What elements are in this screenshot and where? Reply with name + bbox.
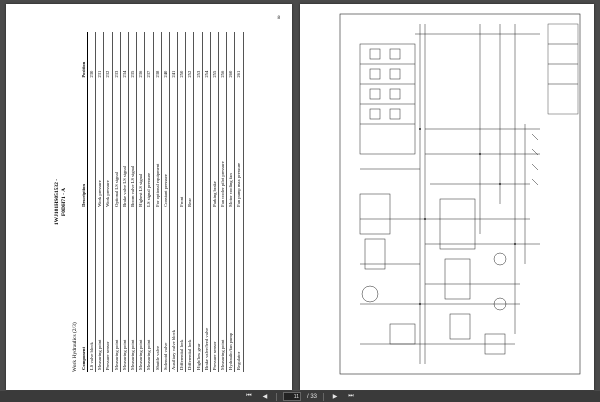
cell-component: Hydraulic/fan pump	[226, 208, 235, 372]
column-header-position: Position	[80, 32, 88, 80]
hydraulic-schematic-drawing	[339, 13, 581, 375]
cell-description: For optional equipment	[153, 79, 162, 209]
cell-description: Constant pressure	[161, 79, 170, 209]
column-header-component: Component	[80, 208, 88, 372]
cell-position: 231	[95, 32, 104, 80]
table-header-row: Component Description Position	[80, 32, 88, 372]
first-page-icon[interactable]: ⏮	[246, 393, 252, 399]
cell-component: Measuring point	[218, 208, 227, 372]
table-row: LS valve block 230	[87, 32, 96, 372]
cell-position: 260	[226, 32, 235, 80]
cell-position: 237	[144, 32, 153, 80]
cell-component: Pressure sensor	[103, 208, 113, 372]
toolbar-separator	[275, 392, 277, 401]
cell-component: Measuring point	[112, 208, 121, 372]
rotated-table-block: 1WJ101HS051532 - F0DH71 - A Work Hydraul…	[54, 32, 244, 372]
cell-component: Measuring point	[128, 208, 137, 372]
pdf-navigation-toolbar: ⏮ ◀ / 33 ▶ ⏭	[0, 391, 600, 402]
cell-component: Regulator	[234, 208, 244, 372]
cell-description	[202, 79, 211, 209]
cell-description: Fan pump max pressure	[234, 79, 244, 209]
next-page-icon[interactable]: ▶	[332, 394, 338, 400]
cell-component: Solenoid valve	[161, 208, 170, 372]
cell-position: 240	[161, 32, 170, 80]
cell-description: Work pressure	[103, 79, 113, 209]
cell-position: 261	[234, 32, 244, 80]
cell-description: Optional LS signal	[112, 79, 121, 209]
doc-header-line1: 1WJ101HS051532 -	[54, 178, 60, 226]
cell-position: 241	[169, 32, 178, 80]
cell-description: Brake valve LS signal	[120, 79, 129, 209]
cell-position: 250	[177, 32, 186, 80]
cell-position: 238	[153, 32, 162, 80]
cell-component: Measuring point	[120, 208, 129, 372]
document-page-right	[300, 4, 594, 390]
cell-position: 252	[185, 32, 194, 80]
cell-position: 256	[218, 32, 227, 80]
cell-description	[87, 79, 96, 209]
doc-header-line2: F0DH71 - A	[61, 187, 67, 217]
cell-position: 236	[136, 32, 145, 80]
cell-description	[169, 79, 178, 209]
cell-position: 230	[87, 32, 96, 80]
table-row: Auxiliary valve block 241	[169, 32, 178, 372]
total-pages-label: / 33	[306, 393, 317, 400]
cell-component: Brake valve/feed valve	[202, 208, 211, 372]
table-title: Work Hydraulics (2/3)	[72, 322, 78, 372]
cell-component: Shuttle valve	[153, 208, 162, 372]
cell-position: 255	[210, 32, 219, 80]
page-number-input[interactable]	[282, 392, 301, 401]
cell-component: Differential lock	[185, 208, 194, 372]
cell-component: Auxiliary valve block	[169, 208, 178, 372]
page-number: 8	[277, 16, 281, 21]
cell-component: Measuring point	[136, 208, 145, 372]
cell-description: Highest LS signal	[136, 79, 145, 209]
cell-position: 254	[202, 32, 211, 80]
cell-description: Motor cooling fan	[226, 79, 235, 209]
cell-description: Front	[177, 79, 186, 209]
cell-component: Measuring point	[144, 208, 153, 372]
column-header-description: Description	[80, 79, 88, 209]
cell-position: 232	[103, 32, 113, 80]
parts-table: Component Description Position LS valve …	[80, 32, 244, 372]
prev-page-icon[interactable]: ◀	[262, 394, 268, 400]
cell-component: LS valve block	[87, 208, 96, 372]
cell-description: Boom valve LS signal	[128, 79, 137, 209]
document-page-left: 8 1WJ101HS051532 - F0DH71 - A Work Hydra…	[6, 4, 292, 390]
cell-component: Measuring point	[95, 208, 104, 372]
cell-description: Parking brake	[210, 79, 219, 209]
cell-component: Differential lock	[177, 208, 186, 372]
cell-description: Work pressure	[95, 79, 104, 209]
cell-component: Pressure sensor	[210, 208, 219, 372]
table-row: High/low gear 253	[193, 32, 203, 372]
cell-position: 234	[120, 32, 129, 80]
table-row: Brake valve/feed valve 254	[202, 32, 211, 372]
cell-position: 233	[112, 32, 121, 80]
cell-component: High/low gear	[193, 208, 203, 372]
cell-description: LS signal pressure	[144, 79, 153, 209]
cell-position: 235	[128, 32, 137, 80]
cell-description: Fan cooler pilot pressure	[218, 79, 227, 209]
cell-description: Rear	[185, 79, 194, 209]
toolbar-separator	[323, 392, 324, 401]
cell-position: 253	[193, 32, 203, 80]
last-page-icon[interactable]: ⏭	[348, 393, 354, 399]
cell-description	[193, 79, 203, 209]
